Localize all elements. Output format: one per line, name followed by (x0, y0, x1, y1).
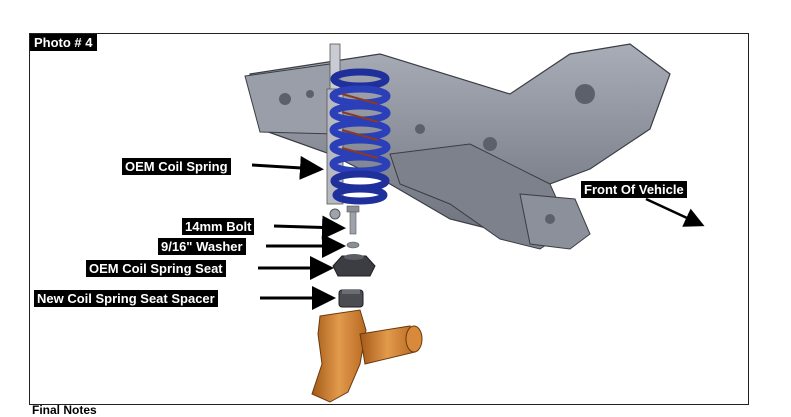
label-oem-coil-spring: OEM Coil Spring (122, 158, 231, 175)
photo-number-label: Photo # 4 (30, 34, 97, 51)
label-front-of-vehicle: Front Of Vehicle (581, 181, 687, 198)
washer-part (346, 241, 360, 249)
oem-spring-seat-part (332, 254, 376, 277)
label-14mm-bolt: 14mm Bolt (182, 218, 255, 235)
arrow-front-of-vehicle (645, 197, 705, 227)
spring-inner-coil (341, 93, 379, 159)
knuckle-part (311, 309, 423, 403)
arrow-bolt (273, 215, 346, 240)
suspension-illustration (244, 43, 705, 403)
label-oem-coil-spring-seat: OEM Coil Spring Seat (86, 260, 226, 277)
bolt-part (346, 205, 360, 235)
frame-assembly (244, 43, 671, 250)
footer-heading: Final Notes (32, 403, 97, 417)
new-spacer-part (338, 289, 364, 308)
label-washer: 9/16" Washer (158, 238, 246, 255)
label-new-spring-seat-spacer: New Coil Spring Seat Spacer (34, 290, 218, 307)
diagram-frame: Photo # 4 (29, 33, 749, 405)
arrow-coil-spring (251, 155, 324, 180)
